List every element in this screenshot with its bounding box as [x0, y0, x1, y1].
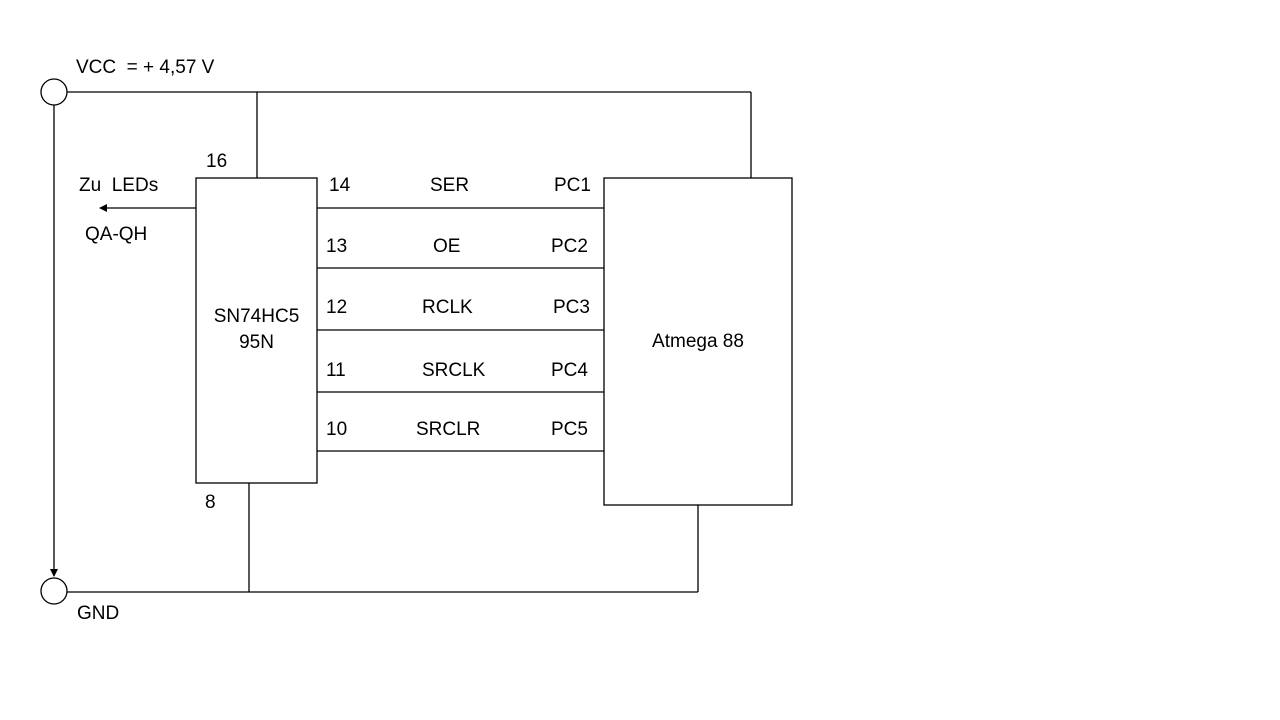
connection-signal-label: RCLK [422, 297, 473, 318]
led-output-label: Zu LEDs [79, 175, 159, 196]
connection-pin-label: 14 [329, 175, 351, 196]
vcc-terminal [40, 78, 68, 106]
shift-register-name: SN74HC5 95N [196, 304, 317, 356]
connection-pin-label: 13 [326, 236, 348, 257]
gnd-terminal [40, 577, 68, 605]
connection-port-label: PC3 [553, 297, 590, 318]
microcontroller-chip [603, 177, 793, 506]
connection-signal-label: SRCLR [416, 419, 481, 440]
shift-register-chip [195, 177, 318, 484]
connection-pin-label: 11 [326, 360, 346, 381]
pin-8-label: 8 [205, 492, 216, 513]
pin-16-label: 16 [206, 151, 228, 172]
connection-port-label: PC5 [551, 419, 588, 440]
connection-signal-label: OE [433, 236, 461, 257]
connection-signal-label: SER [430, 175, 470, 196]
microcontroller-name: Atmega 88 [652, 331, 744, 352]
connection-pin-label: 10 [326, 419, 348, 440]
connection-port-label: PC2 [551, 236, 588, 257]
connection-pin-label: 12 [326, 297, 348, 318]
gnd-label: GND [77, 603, 120, 624]
connection-port-label: PC1 [554, 175, 591, 196]
connection-port-label: PC4 [551, 360, 588, 381]
vcc-label: VCC = + 4,57 V [76, 57, 215, 78]
connection-signal-label: SRCLK [422, 360, 486, 381]
shift-register-name-line1: SN74HC5 [213, 306, 300, 327]
shift-register-name-line2: 95N [239, 332, 274, 353]
led-output-range-label: QA-QH [85, 224, 148, 245]
